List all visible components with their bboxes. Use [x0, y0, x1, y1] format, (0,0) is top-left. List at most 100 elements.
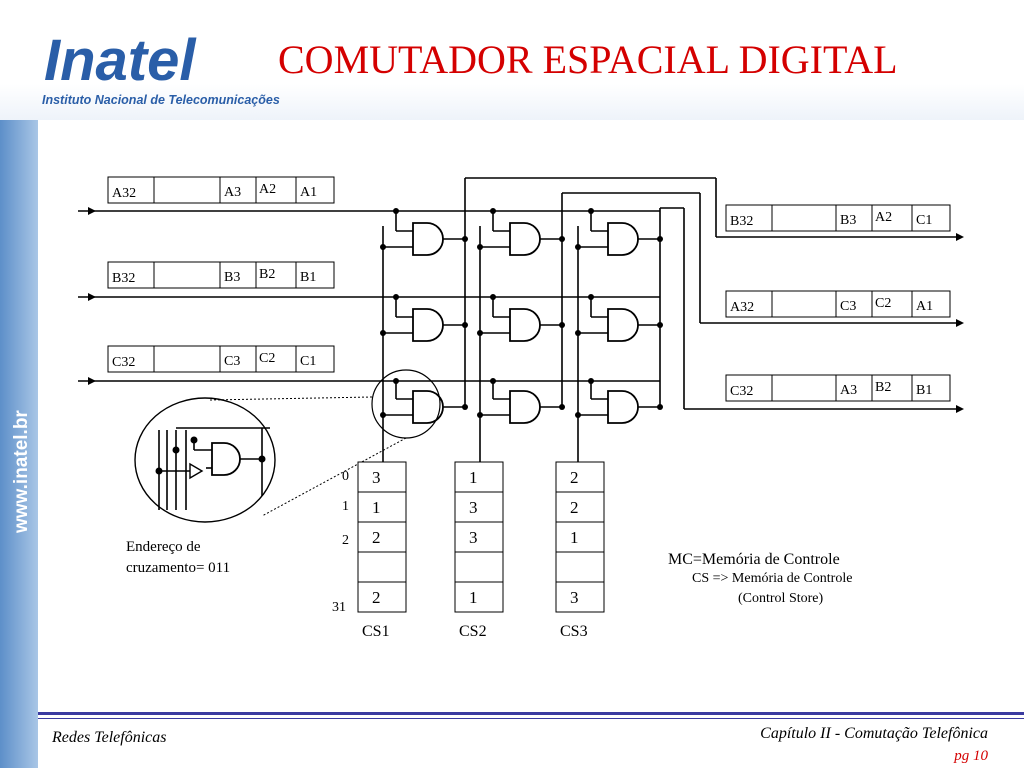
junction-dot [559, 236, 565, 242]
junction-dot [588, 294, 594, 300]
junction-dot [657, 236, 663, 242]
cs-name: CS1 [362, 623, 390, 640]
cs-row-label: 2 [342, 533, 349, 548]
inatel-logo: Inatel Instituto Nacional de Telecomunic… [42, 28, 280, 107]
sidebar-url: www.inatel.br [11, 410, 32, 534]
and-gate [412, 390, 444, 424]
cs-cell: 1 [469, 588, 478, 607]
junction-dot [462, 322, 468, 328]
header-background [0, 0, 1024, 120]
frame-label-first: A32 [112, 186, 136, 201]
junction-dot [393, 208, 399, 214]
junction-dot [657, 404, 663, 410]
junction-dot [588, 378, 594, 384]
and-gate [412, 222, 444, 256]
junction-dot [462, 236, 468, 242]
frame-slot-label: B1 [916, 383, 932, 398]
output-arrow [956, 233, 964, 241]
frame-slot-label: B1 [300, 270, 316, 285]
frame-slot-label: A1 [300, 185, 317, 200]
logo-subtitle: Instituto Nacional de Telecomunicações [42, 93, 280, 107]
and-gate [607, 390, 639, 424]
footer-course: Redes Telefônicas [52, 729, 167, 746]
junction-dot [575, 330, 581, 336]
junction-dot [380, 412, 386, 418]
junction-dot [380, 244, 386, 250]
and-gate [607, 308, 639, 342]
input-arrow [88, 377, 96, 385]
junction-dot [657, 322, 663, 328]
frame-slot-label: C1 [916, 213, 932, 228]
frame-label-first: C32 [730, 384, 753, 399]
detail-inverter [189, 462, 204, 480]
frame-slot-label: C3 [840, 299, 856, 314]
detail-and-gate [211, 442, 241, 476]
cs-cell: 2 [570, 498, 579, 517]
cs-outline [357, 461, 407, 613]
sidebar-band: www.inatel.br [0, 0, 38, 768]
cs-cell: 1 [469, 468, 478, 487]
cs-cell: 2 [372, 588, 381, 607]
output-arrow [956, 319, 964, 327]
junction-dot [588, 208, 594, 214]
frame-box [725, 290, 951, 318]
frame-slot-label: B2 [875, 380, 891, 395]
frame-label-first: A32 [730, 300, 754, 315]
junction-dot [575, 244, 581, 250]
cs-annotation-sub: (Control Store) [738, 591, 823, 606]
cs-cell: 3 [570, 588, 579, 607]
junction-dot [477, 330, 483, 336]
frame-label-first: C32 [112, 355, 135, 370]
footer-rule-thin [38, 718, 1024, 719]
frame-box [725, 204, 951, 232]
cs-row-label: 0 [342, 469, 349, 484]
address-annotation-line2: cruzamento= 011 [126, 560, 230, 576]
frame-slot-label: A1 [916, 299, 933, 314]
and-gate [509, 308, 541, 342]
frame-slot-label: B3 [840, 213, 856, 228]
input-arrow [88, 293, 96, 301]
junction-dot [477, 412, 483, 418]
zoom-line-bottom [261, 437, 407, 517]
and-gate [509, 222, 541, 256]
junction-dot [393, 378, 399, 384]
cs-name: CS3 [560, 623, 588, 640]
svg-text:www.inatel.br: www.inatel.br [11, 410, 32, 534]
and-gate [412, 308, 444, 342]
cs-cell: 3 [469, 528, 478, 547]
footer-chapter: Capítulo II - Comutação Telefônica [760, 725, 988, 742]
cs-outline [454, 461, 504, 613]
junction-dot [559, 322, 565, 328]
cs-cell: 1 [372, 498, 381, 517]
frame-slot-label: C3 [224, 354, 240, 369]
cs-outline [555, 461, 605, 613]
junction-dot [490, 378, 496, 384]
zoom-line-top [209, 396, 373, 401]
cs-name: CS2 [459, 623, 487, 640]
input-arrow [88, 207, 96, 215]
logo-wordmark: Inatel [44, 28, 197, 93]
footer-page-number: pg 10 [954, 748, 988, 764]
frame-slot-label: A3 [224, 185, 241, 200]
junction-dot [380, 330, 386, 336]
cs-cell: 2 [372, 528, 381, 547]
cs-row-label: 1 [342, 499, 349, 514]
junction-dot [393, 294, 399, 300]
cs-annotation: CS => Memória de Controle [692, 571, 852, 586]
cs-cell: 3 [469, 498, 478, 517]
junction-dot [477, 244, 483, 250]
and-gate [607, 222, 639, 256]
frame-slot-label: A3 [840, 383, 857, 398]
output-frame-3: C32 A3 B2 B1 [725, 374, 951, 402]
output-arrow [956, 405, 964, 413]
and-gate [509, 390, 541, 424]
mc-annotation: MC=Memória de Controle [668, 551, 840, 568]
junction-dot [462, 404, 468, 410]
frame-slot-label: A2 [259, 182, 276, 197]
frame-slot-label: A2 [875, 210, 892, 225]
